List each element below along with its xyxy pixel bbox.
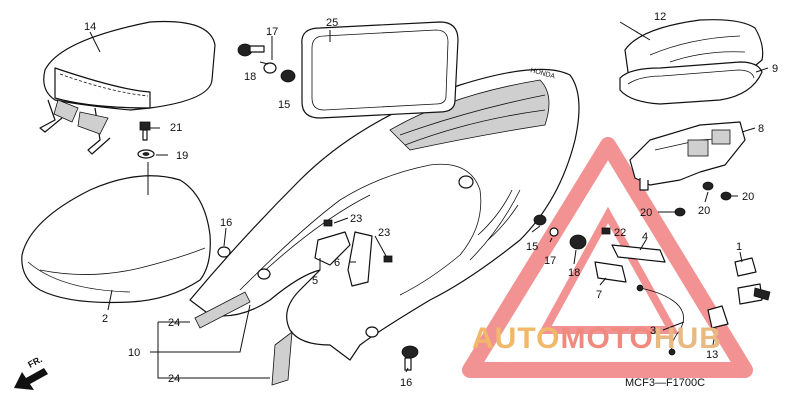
svg-text:AUTOMOTOHUB: AUTOMOTOHUB [472, 322, 722, 355]
misc-fasteners [217, 181, 732, 371]
label-4: 4 [642, 231, 648, 243]
label-16a: 16 [220, 217, 232, 229]
label-25: 25 [326, 17, 338, 29]
label-12: 12 [654, 11, 666, 23]
label-22: 22 [614, 227, 626, 239]
label-17b: 17 [544, 255, 556, 267]
label-20a: 20 [742, 191, 754, 203]
label-9: 9 [772, 63, 778, 75]
label-18b: 18 [568, 267, 580, 279]
leader-lines [89, 21, 769, 379]
bolt-21-part [137, 121, 155, 159]
label-15a: 15 [278, 99, 290, 111]
label-18a: 18 [244, 71, 256, 83]
label-24b: 24 [168, 373, 180, 385]
gasket-25-part [301, 21, 459, 119]
label-2: 2 [102, 313, 108, 325]
side-strip-part [194, 291, 293, 386]
label-1: 1 [736, 241, 742, 253]
fastener-set-top [237, 43, 296, 83]
rear-cowl-part: HONDA [189, 67, 580, 361]
lock-cable-parts [594, 227, 771, 356]
label-3: 3 [650, 325, 656, 337]
label-8: 8 [758, 123, 764, 135]
label-16b: 16 [400, 377, 412, 389]
label-5: 5 [312, 275, 318, 287]
label-23b: 23 [378, 227, 390, 239]
label-21: 21 [170, 122, 182, 134]
part-labels: 14 21 19 2 16 18 17 15 25 12 9 8 20 20 2… [84, 11, 778, 389]
label-13: 13 [706, 349, 718, 361]
main-seat-part [21, 175, 211, 304]
front-direction-arrow-icon: FR. [14, 354, 48, 390]
direction-label: FR. [26, 354, 43, 370]
label-23a: 23 [350, 213, 362, 225]
label-19: 19 [176, 150, 188, 162]
label-15b: 15 [526, 241, 538, 253]
seat-cowl-cover-part [619, 19, 764, 105]
watermark-part2: MOTO [560, 322, 653, 355]
label-24a: 24 [168, 317, 180, 329]
warning-triangle-icon [462, 137, 753, 378]
label-17a: 17 [266, 26, 278, 38]
diagram-code: MCF3—F1700C [625, 377, 705, 389]
watermark: AUTOMOTOHUB [472, 322, 722, 355]
label-20b: 20 [698, 205, 710, 217]
label-6: 6 [334, 257, 340, 269]
label-14: 14 [84, 21, 96, 33]
label-10: 10 [128, 347, 140, 359]
watermark-part3: HUB [654, 322, 722, 355]
label-7: 7 [596, 289, 602, 301]
watermark-part1: AUTO [472, 322, 560, 355]
bracket-8-part [629, 121, 746, 191]
pillion-seat-part [39, 20, 216, 155]
label-20c: 20 [640, 207, 652, 219]
